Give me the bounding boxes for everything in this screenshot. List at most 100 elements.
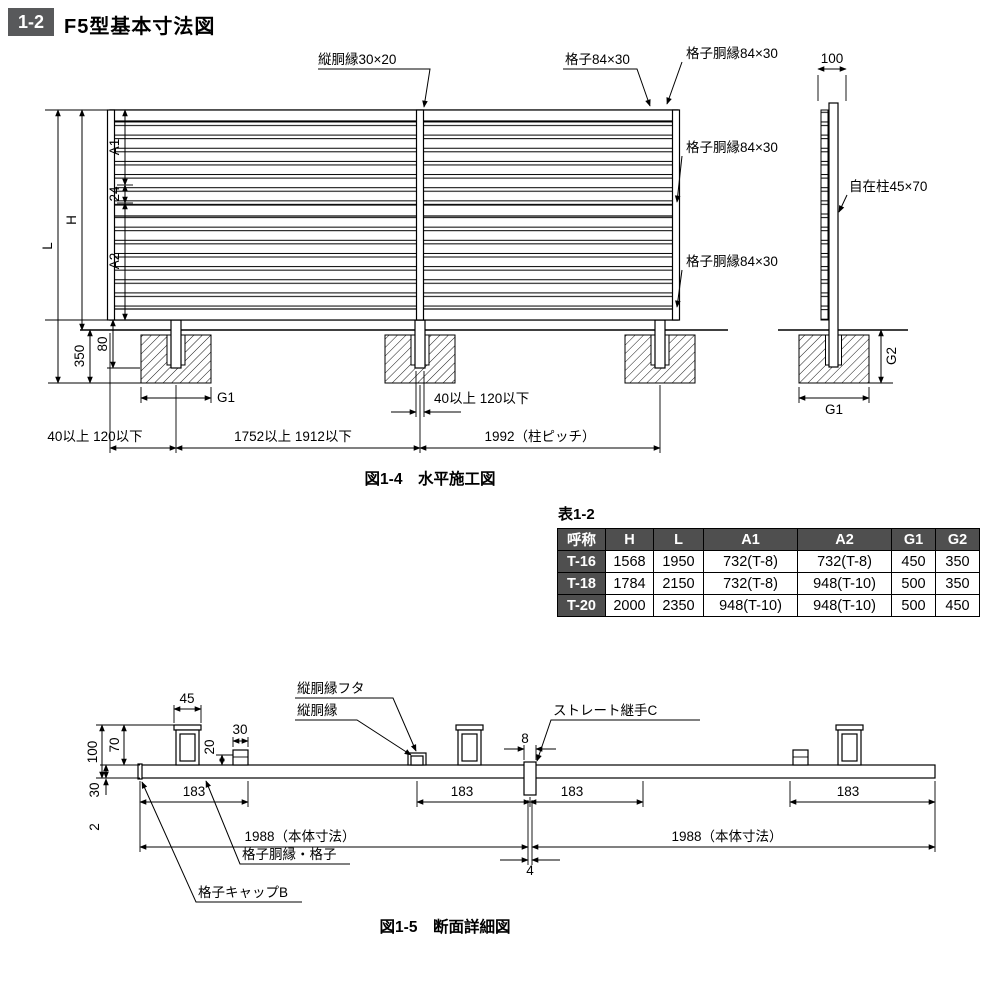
column-header: 呼称 xyxy=(557,528,606,551)
vertical-rail-section xyxy=(455,724,484,766)
fence-panel xyxy=(106,109,681,321)
side-panel-edge xyxy=(820,109,829,321)
figure-1-5-caption: 図1-5 断面詳細図 xyxy=(379,919,511,936)
table-cell: 948(T-10) xyxy=(797,594,892,617)
dim-label-4: 4 xyxy=(526,863,534,878)
table-cell: 2000 xyxy=(605,594,654,617)
table-row: T-18 1784 2150 732(T-8) 948(T-10) 500 35… xyxy=(557,572,980,595)
table-cell: 500 xyxy=(891,594,936,617)
column-header: G2 xyxy=(935,528,980,551)
lattice-rail-middle xyxy=(109,204,679,217)
row-label: T-18 xyxy=(557,572,606,595)
small-bracket xyxy=(232,749,249,766)
dim-label-offset-left: 40以上 120以下 xyxy=(47,429,142,444)
column-header: L xyxy=(653,528,704,551)
dim-label-183: 183 xyxy=(561,784,584,799)
part-label-lattice-rail-middle: 格子胴縁84×30 xyxy=(686,140,778,155)
dim-label-100: 100 xyxy=(821,51,844,66)
table-header-row: 呼称 H L A1 A2 G1 G2 xyxy=(557,528,980,551)
dim-label-2: 2 xyxy=(87,823,102,831)
table-row: T-20 2000 2350 948(T-10) 948(T-10) 500 4… xyxy=(557,594,980,617)
dim-label-G1-side: G1 xyxy=(825,402,843,417)
straight-joint xyxy=(523,761,537,796)
table-cell: 2350 xyxy=(653,594,704,617)
table-cell: 732(T-8) xyxy=(703,550,798,573)
table-cell: 1568 xyxy=(605,550,654,573)
vertical-rail-center xyxy=(415,109,425,321)
extension-lines xyxy=(96,705,936,865)
dim-label-80: 80 xyxy=(95,336,110,351)
figure-1-4-caption: 図1-4 水平施工図 xyxy=(364,471,496,488)
lattice-rail-top xyxy=(109,109,679,122)
table-cell: 732(T-8) xyxy=(797,550,892,573)
rail-sections xyxy=(173,724,864,766)
part-label-lattice-cap: 格子キャップB xyxy=(198,885,288,900)
dimension-lines xyxy=(55,66,884,451)
vertical-rail-right xyxy=(671,109,681,321)
table-cell: 350 xyxy=(935,550,980,573)
figure-1-4-drawing: 縦胴縁30×20 格子84×30 格子胴縁84×30 格子胴縁84×30 格子胴… xyxy=(40,46,927,453)
dim-label-70: 70 xyxy=(107,737,122,752)
small-bracket xyxy=(792,749,809,766)
dim-label-183: 183 xyxy=(837,784,860,799)
vertical-rail-section xyxy=(173,724,202,766)
table-cell: 450 xyxy=(935,594,980,617)
part-label-lattice-rail-lattice: 格子胴縁・格子 xyxy=(242,847,337,862)
dim-label-24: 24 xyxy=(107,186,122,202)
column-header: A2 xyxy=(797,528,892,551)
figure-1-5-drawing: 45 100 70 20 30 30 2 8 4 183 183 183 183… xyxy=(85,681,936,903)
dim-label-30-left: 30 xyxy=(87,782,102,797)
dim-label-350: 350 xyxy=(72,345,87,368)
side-post xyxy=(828,102,839,368)
dim-label-body-length: 1988（本体寸法） xyxy=(244,829,355,844)
table-cell: 1784 xyxy=(605,572,654,595)
dim-label-30-top: 30 xyxy=(232,722,247,737)
dim-label-G2: G2 xyxy=(884,347,899,365)
table-cell: 732(T-8) xyxy=(703,572,798,595)
lattice-end-cap xyxy=(137,763,143,780)
table-row: T-16 1568 1950 732(T-8) 732(T-8) 450 350 xyxy=(557,550,980,573)
dimension-lines xyxy=(99,706,936,863)
dim-label-100: 100 xyxy=(85,741,100,764)
dimension-table: 呼称 H L A1 A2 G1 G2 T-16 1568 1950 732(T-… xyxy=(557,528,980,617)
vertical-rail-cap-section xyxy=(407,752,427,766)
panel-bar-right xyxy=(531,764,936,779)
section-number-badge: 1-2 xyxy=(8,8,54,36)
part-label-straight-joint: ストレート継手C xyxy=(553,703,657,718)
row-label: T-20 xyxy=(557,594,606,617)
dim-label-offset-middle: 40以上 120以下 xyxy=(434,391,529,406)
dim-label-45: 45 xyxy=(179,691,194,706)
part-label-lattice-rail-bottom: 格子胴縁84×30 xyxy=(686,254,778,269)
column-header: G1 xyxy=(891,528,936,551)
table-cell: 450 xyxy=(891,550,936,573)
spec-table-section: 表1-2 呼称 H L A1 A2 G1 G2 T-16 1568 1950 7… xyxy=(557,503,980,617)
dim-label-A1: A1 xyxy=(107,139,122,156)
page-title: F5型基本寸法図 xyxy=(64,16,216,38)
part-label-lattice: 格子84×30 xyxy=(565,52,630,67)
row-label: T-16 xyxy=(557,550,606,573)
lattice-rail-bottom xyxy=(109,308,679,321)
dim-label-20: 20 xyxy=(202,739,217,754)
dim-label-183: 183 xyxy=(451,784,474,799)
table-title: 表1-2 xyxy=(558,506,595,523)
part-label-vertical-rail: 縦胴縁 xyxy=(297,703,338,718)
leader-lines xyxy=(141,697,700,903)
dim-label-post-pitch: 1992（柱ピッチ） xyxy=(484,429,595,444)
dim-label-panel-span: 1752以上 1912以下 xyxy=(234,429,352,444)
table-cell: 948(T-10) xyxy=(703,594,798,617)
panel-section-bars xyxy=(137,761,936,796)
part-label-vertical-rail: 縦胴縁30×20 xyxy=(318,52,396,67)
table-cell: 1950 xyxy=(653,550,704,573)
table-cell: 948(T-10) xyxy=(797,572,892,595)
dim-label-8: 8 xyxy=(521,731,529,746)
part-label-lattice-rail-top: 格子胴縁84×30 xyxy=(686,46,778,61)
vertical-rail-section xyxy=(835,724,864,766)
side-view xyxy=(798,102,870,384)
leader-lines xyxy=(318,61,848,308)
dim-label-body-length: 1988（本体寸法） xyxy=(671,829,782,844)
fence-posts xyxy=(170,319,666,369)
table-cell: 2150 xyxy=(653,572,704,595)
part-label-post: 自在柱45×70 xyxy=(849,179,927,194)
column-header: H xyxy=(605,528,654,551)
